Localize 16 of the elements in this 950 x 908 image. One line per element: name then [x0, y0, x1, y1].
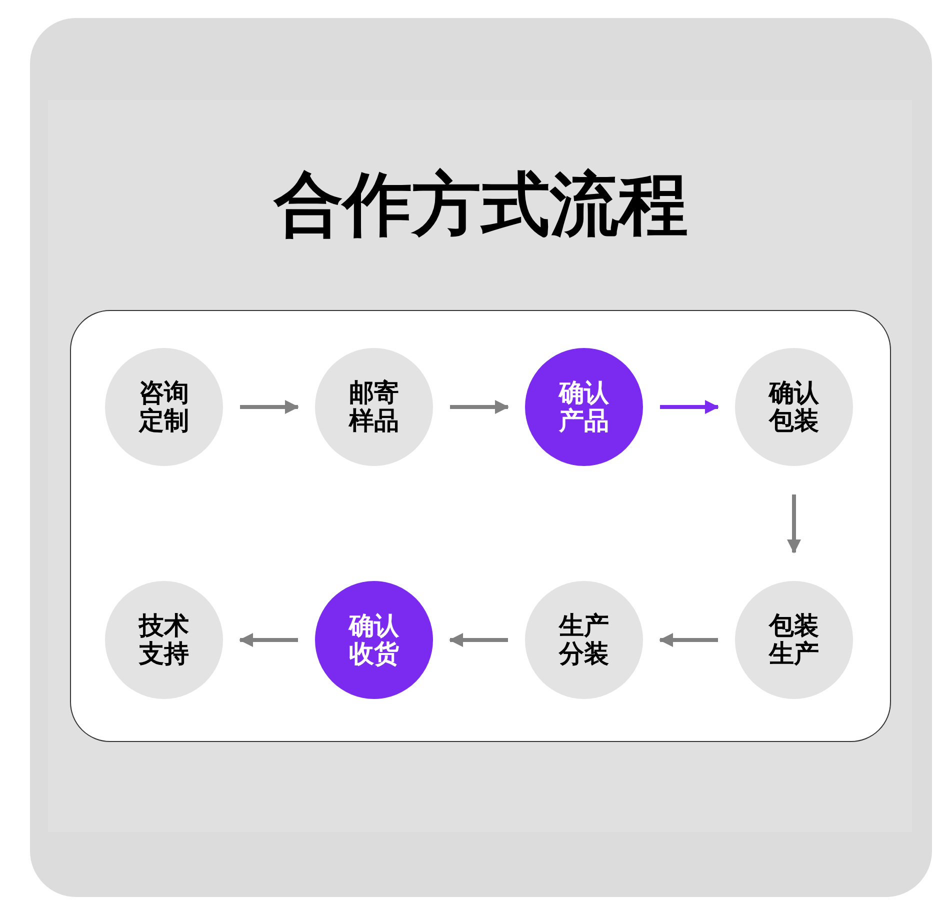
step-label: 邮寄样品 — [348, 379, 400, 435]
step-label: 生产分装 — [558, 612, 610, 668]
arrow — [659, 633, 718, 647]
arrow — [449, 633, 508, 647]
arrow — [450, 400, 509, 414]
arrow — [240, 400, 299, 414]
step-label: 确认包装 — [767, 379, 820, 435]
arrow — [787, 494, 801, 554]
title: 合作方式流程 — [274, 166, 688, 244]
step-label: 确认产品 — [557, 379, 610, 435]
step-label: 技术支持 — [137, 612, 190, 668]
arrow — [239, 633, 298, 647]
arrow — [660, 400, 719, 414]
step-label: 确认收货 — [347, 612, 400, 668]
step-label: 包装生产 — [768, 612, 820, 668]
step-label: 咨询定制 — [138, 379, 190, 435]
